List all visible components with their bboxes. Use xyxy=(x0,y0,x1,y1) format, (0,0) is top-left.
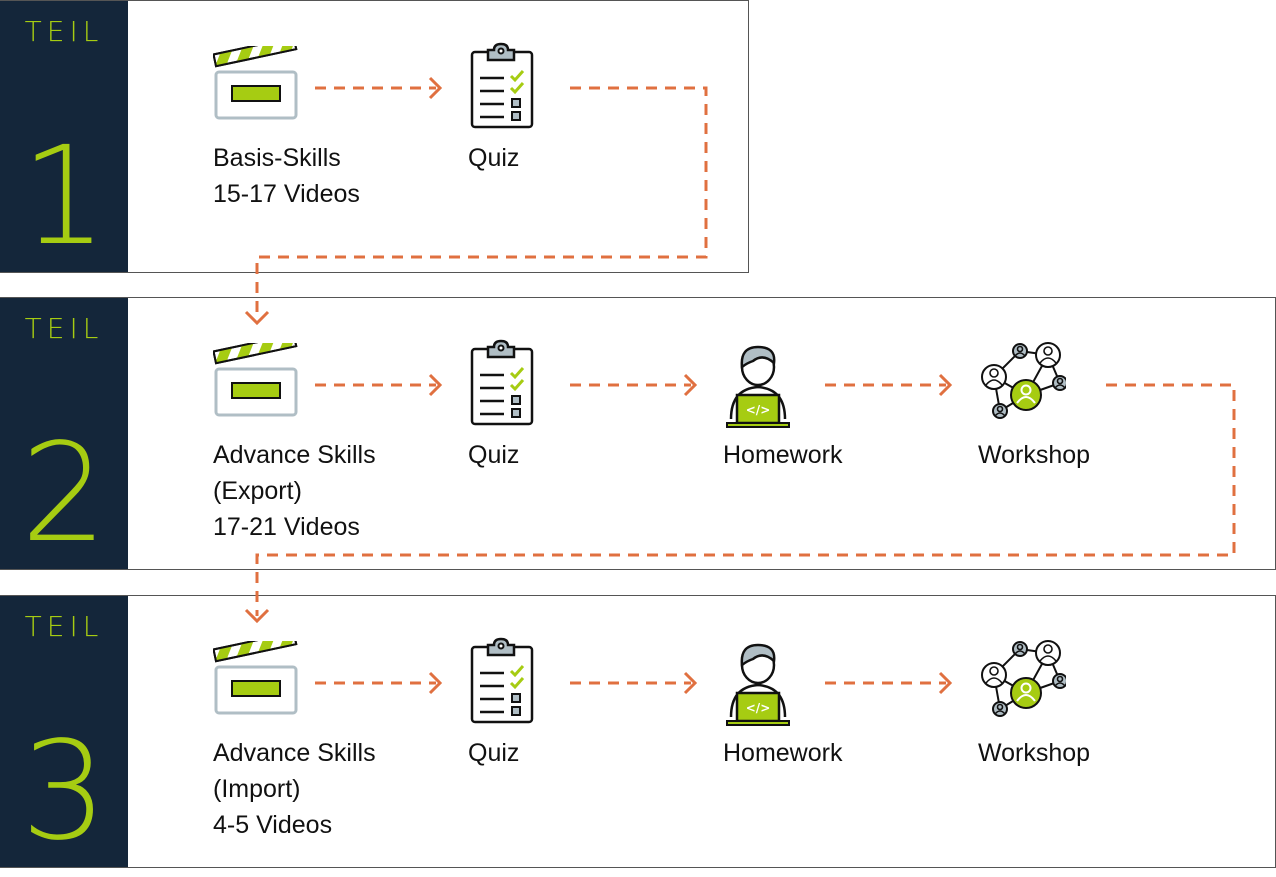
part-3-panel: TEIL 3 xyxy=(0,595,1276,868)
step-label: Quiz xyxy=(468,437,519,473)
part-1-panel: TEIL 1 xyxy=(0,0,749,273)
step-label-line: Homework xyxy=(723,441,843,469)
step-label: Workshop xyxy=(978,437,1090,473)
step-label-line: Advance Skills xyxy=(213,441,376,469)
clipboard-checklist-icon xyxy=(468,42,534,130)
clapperboard-icon xyxy=(213,46,299,122)
step-label-line: Quiz xyxy=(468,144,520,172)
clapperboard-icon xyxy=(213,641,299,717)
step-label-line: 17-21 Videos xyxy=(213,513,360,541)
clapperboard-icon xyxy=(213,343,299,419)
step-label: Quiz xyxy=(468,735,519,771)
step-label-line: 4-5 Videos xyxy=(213,811,333,839)
step-label-line: Basis-Skills xyxy=(213,144,341,172)
part-number: 1 xyxy=(20,118,108,276)
svg-text:</>: </> xyxy=(746,403,771,417)
step-label-line: Advance Skills xyxy=(213,739,376,767)
part-number: 2 xyxy=(20,415,108,573)
teil-label: TEIL xyxy=(24,610,104,643)
step-label: Homework xyxy=(723,735,842,771)
part-2-panel: TEIL 2 xyxy=(0,297,1276,570)
step-label: Workshop xyxy=(978,735,1090,771)
step-label: Basis-Skills 15-17 Videos xyxy=(213,140,360,212)
part-1-sidebar: TEIL 1 xyxy=(0,1,128,272)
step-label-line: (Export) xyxy=(213,477,302,505)
part-number: 3 xyxy=(20,713,108,871)
step-label: Homework xyxy=(723,437,842,473)
people-network-icon xyxy=(976,341,1066,421)
svg-text:</>: </> xyxy=(746,701,771,715)
person-laptop-code-icon: </> xyxy=(723,339,793,429)
people-network-icon xyxy=(976,639,1066,719)
step-label: Quiz xyxy=(468,140,519,176)
step-label-line: (Import) xyxy=(213,775,301,803)
part-2-sidebar: TEIL 2 xyxy=(0,298,128,569)
part-3-sidebar: TEIL 3 xyxy=(0,596,128,867)
step-label-line: 15-17 Videos xyxy=(213,180,360,208)
step-label-line: Quiz xyxy=(468,739,520,767)
step-label-line: Workshop xyxy=(978,739,1091,767)
teil-label: TEIL xyxy=(24,15,104,48)
teil-label: TEIL xyxy=(24,312,104,345)
step-label-line: Homework xyxy=(723,739,843,767)
step-label-line: Quiz xyxy=(468,441,520,469)
person-laptop-code-icon: </> xyxy=(723,637,793,727)
clipboard-checklist-icon xyxy=(468,339,534,427)
step-label-line: Workshop xyxy=(978,441,1091,469)
clipboard-checklist-icon xyxy=(468,637,534,725)
step-label: Advance Skills (Import) 4-5 Videos xyxy=(213,735,376,843)
step-label: Advance Skills (Export) 17-21 Videos xyxy=(213,437,376,545)
